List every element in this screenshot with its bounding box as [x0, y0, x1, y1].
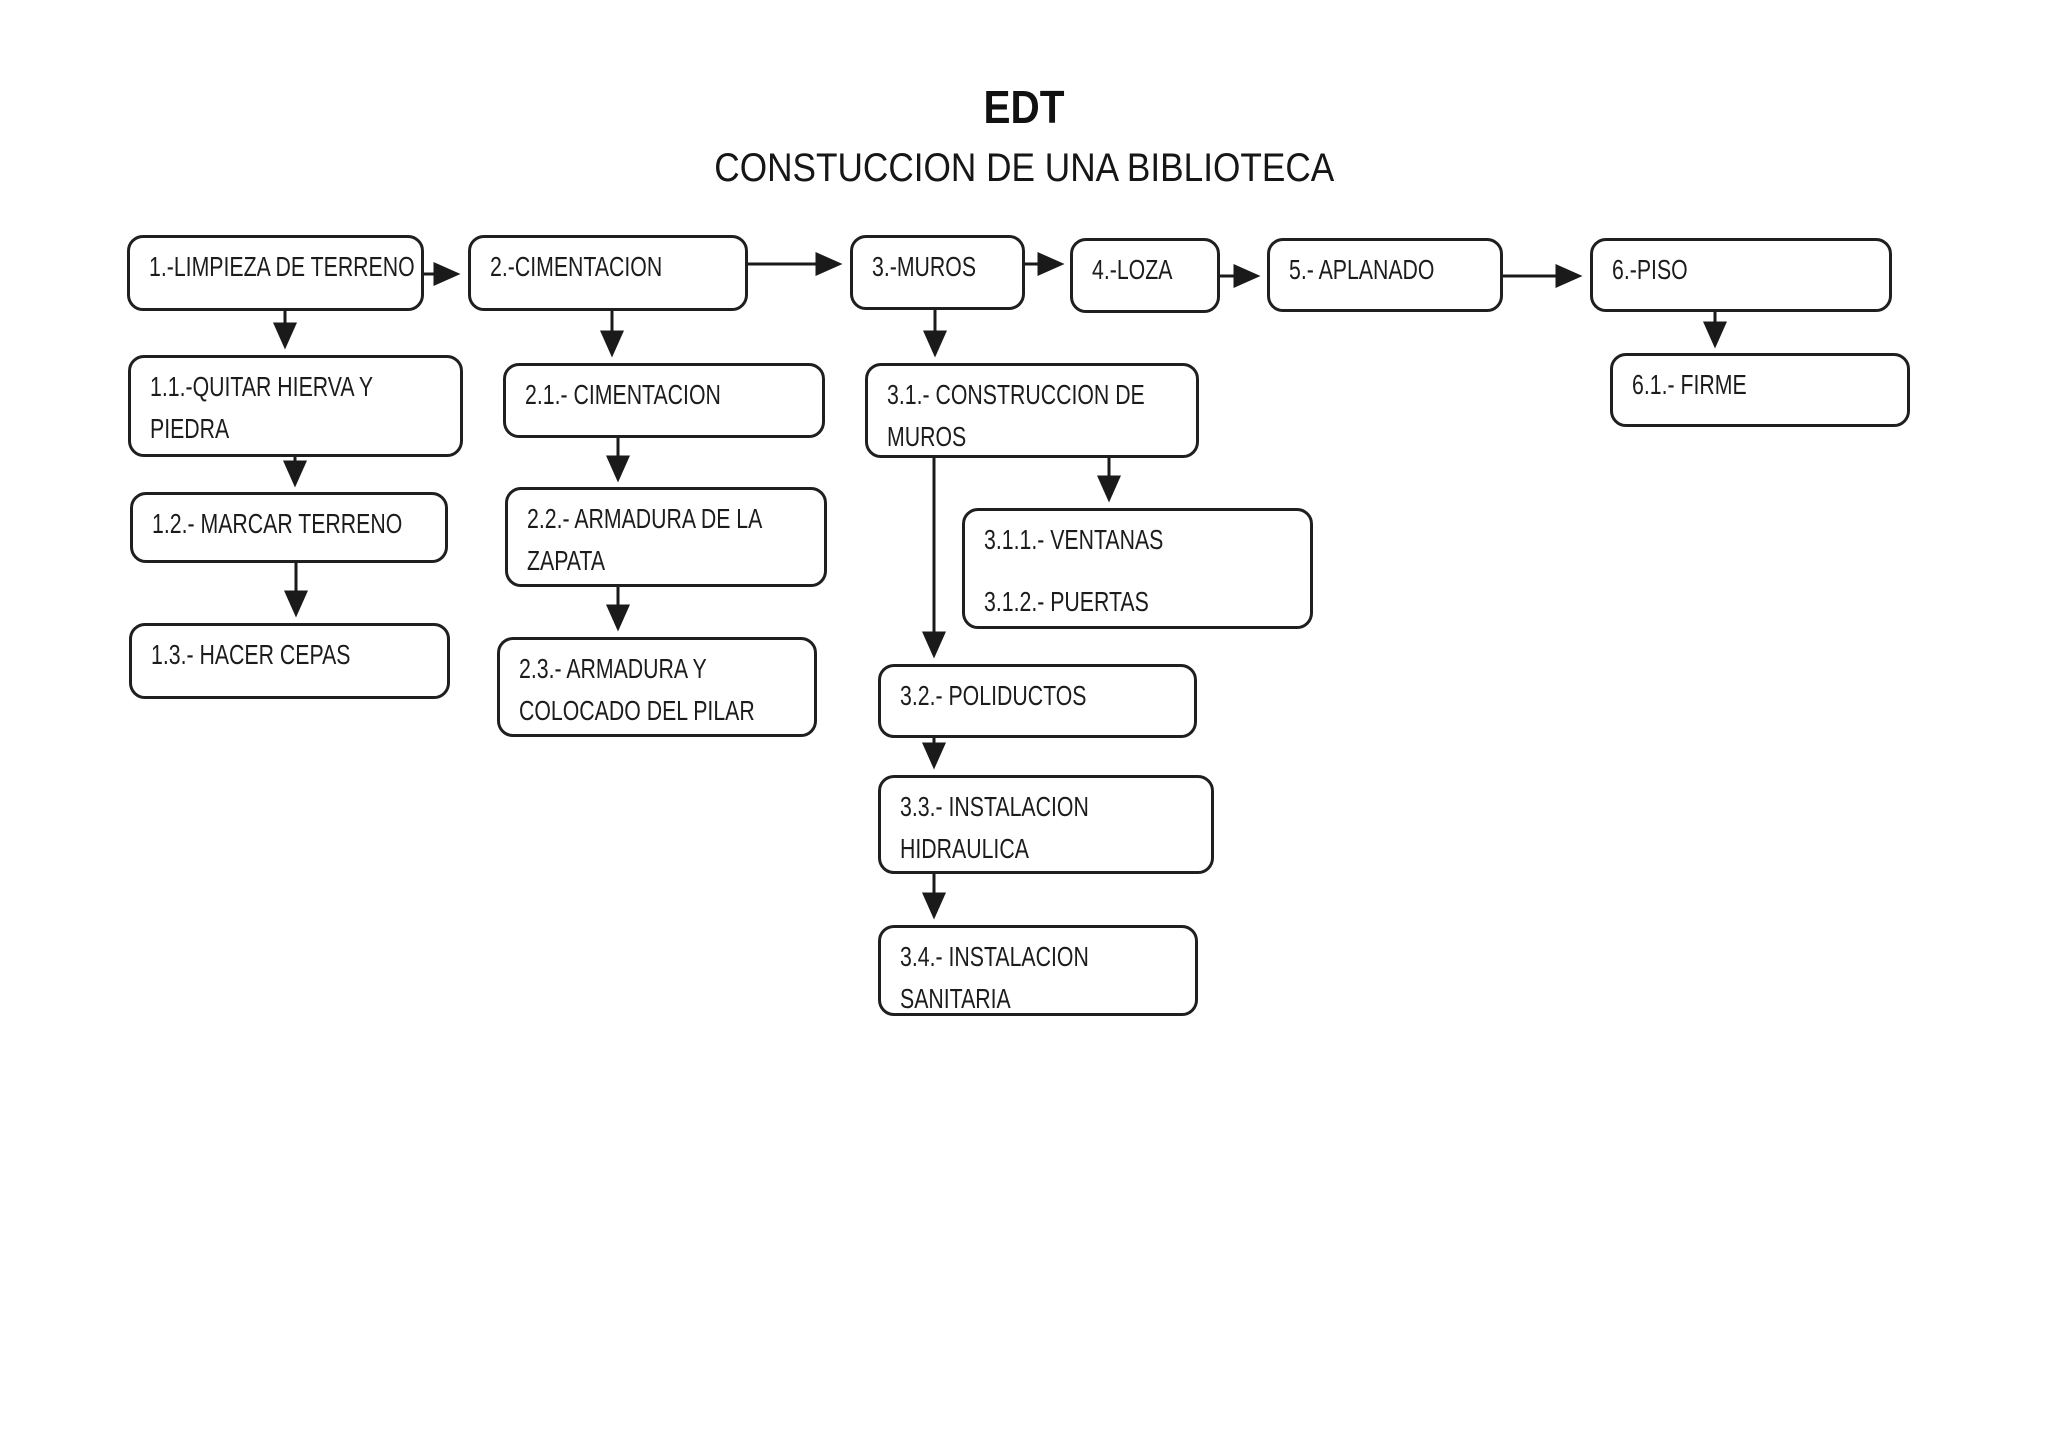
node-5-aplanado: 5.- APLANADO — [1267, 238, 1503, 312]
node-label: 3.1.2.- PUERTAS — [984, 586, 1149, 617]
title-block: EDT CONSTUCCION DE UNA BIBLIOTECA — [0, 84, 2048, 190]
node-label: 6.-PISO — [1612, 254, 1688, 285]
page-subtitle: CONSTUCCION DE UNA BIBLIOTECA — [0, 146, 2048, 190]
node-label: 1.1.-QUITAR HIERVA Y PIEDRA — [150, 371, 374, 444]
node-label: 3.2.- POLIDUCTOS — [900, 680, 1087, 711]
node-label: 1.2.- MARCAR TERRENO — [152, 508, 403, 539]
node-3-2-poliductos: 3.2.- POLIDUCTOS — [878, 664, 1197, 738]
node-label: 2.3.- ARMADURA Y COLOCADO DEL PILAR — [519, 653, 755, 726]
node-2-3-armadura-y-colocado-del-pilar: 2.3.- ARMADURA Y COLOCADO DEL PILAR — [497, 637, 817, 737]
node-1-3-hacer-cepas: 1.3.- HACER CEPAS — [129, 623, 450, 699]
node-label: 2.2.- ARMADURA DE LA ZAPATA — [527, 503, 763, 576]
page-title-text: EDT — [983, 81, 1065, 133]
node-label: 4.-LOZA — [1092, 254, 1173, 285]
node-label: 3.-MUROS — [872, 251, 977, 282]
node-1-limpieza-de-terreno: 1.-LIMPIEZA DE TERRENO — [127, 235, 424, 311]
node-label: 2.-CIMENTACION — [490, 251, 663, 282]
node-label: 1.3.- HACER CEPAS — [151, 639, 351, 670]
node-6-piso: 6.-PISO — [1590, 238, 1892, 312]
node-3-muros: 3.-MUROS — [850, 235, 1025, 310]
node-label: 1.-LIMPIEZA DE TERRENO — [149, 251, 415, 282]
node-2-2-armadura-de-la-zapata: 2.2.- ARMADURA DE LA ZAPATA — [505, 487, 827, 587]
node-2-cimentacion: 2.-CIMENTACION — [468, 235, 748, 311]
node-label: 5.- APLANADO — [1289, 254, 1435, 285]
node-1-1-quitar-hierva-y-piedra: 1.1.-QUITAR HIERVA Y PIEDRA — [128, 355, 463, 457]
node-label: 3.1.1.- VENTANAS — [984, 524, 1164, 555]
node-2-1-cimentacion: 2.1.- CIMENTACION — [503, 363, 825, 438]
node-label: 3.4.- INSTALACION SANITARIA — [900, 941, 1089, 1014]
page-title: EDT — [0, 84, 2048, 130]
page-subtitle-text: CONSTUCCION DE UNA BIBLIOTECA — [713, 146, 1335, 190]
node-6-1-firme: 6.1.- FIRME — [1610, 353, 1910, 427]
node-label: 6.1.- FIRME — [1632, 369, 1747, 400]
node-1-2-marcar-terreno: 1.2.- MARCAR TERRENO — [130, 492, 448, 563]
node-3-1-1-ventanas-puertas: 3.1.1.- VENTANAS 3.1.2.- PUERTAS — [962, 508, 1313, 629]
node-label: 3.1.- CONSTRUCCION DE MUROS — [887, 379, 1145, 452]
node-3-3-instalacion-hidraulica: 3.3.- INSTALACION HIDRAULICA — [878, 775, 1214, 874]
node-3-1-construccion-de-muros: 3.1.- CONSTRUCCION DE MUROS — [865, 363, 1199, 458]
node-label: 2.1.- CIMENTACION — [525, 379, 721, 410]
node-4-loza: 4.-LOZA — [1070, 238, 1220, 313]
node-3-4-instalacion-sanitaria: 3.4.- INSTALACION SANITARIA — [878, 925, 1198, 1016]
node-label: 3.3.- INSTALACION HIDRAULICA — [900, 791, 1089, 864]
